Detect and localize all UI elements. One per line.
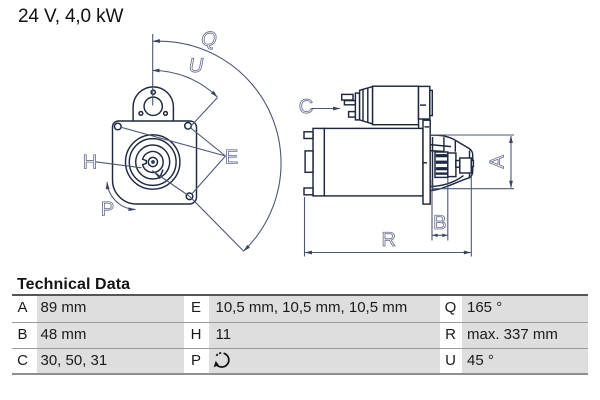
svg-text:C: C (299, 96, 313, 118)
svg-text:E: E (225, 146, 238, 168)
svg-text:P: P (101, 198, 114, 220)
svg-text:R: R (381, 229, 395, 251)
svg-text:B: B (433, 212, 446, 234)
svg-text:U: U (189, 55, 204, 77)
svg-text:Q: Q (201, 29, 217, 51)
svg-text:H: H (83, 152, 97, 174)
svg-text:A: A (487, 154, 509, 168)
